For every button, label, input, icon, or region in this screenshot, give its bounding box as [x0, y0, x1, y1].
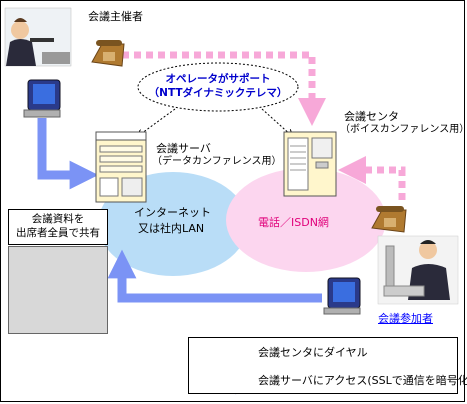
legend-access-label: 会議サーバにアクセス(SSLで通信を暗号化): [258, 374, 467, 387]
shared-docs-line1: 会議資料を: [31, 213, 85, 225]
dial-arrow-organizer: [122, 51, 326, 126]
organizer-phone-icon: [91, 40, 125, 67]
internet-label-line2: 又は社内LAN: [138, 222, 205, 235]
operator-callout-text: オペレータがサポート （NTTダイナミックテレマ）: [140, 72, 296, 100]
operator-callout: [137, 62, 299, 112]
organizer-label: 会議主催者: [88, 10, 143, 23]
phone-network-label: 電話／ISDN網: [258, 216, 329, 229]
legend: [188, 337, 458, 394]
conference-server-subtitle: （データカンファレンス用）: [152, 156, 282, 167]
conference-server-icon: [95, 131, 147, 203]
shared-docs-line2: 出席者全員で共有: [16, 226, 100, 239]
operator-callout-line1: オペレータがサポート: [165, 73, 271, 85]
participant-pc-icon: [323, 277, 361, 315]
internet-label-line1: インターネット: [134, 206, 211, 219]
shared-docs-box: 会議資料を 出席者全員で共有: [8, 209, 108, 245]
participant-phone-icon: [371, 206, 407, 233]
access-arrow-participant: [107, 249, 322, 303]
shared-docs-screenshot: [8, 246, 108, 334]
conference-center-title: 会議センタ: [344, 110, 399, 123]
participant-person-icon: [377, 235, 459, 305]
conference-center-icon: [283, 131, 337, 197]
organizer-pc-icon: [23, 79, 61, 118]
dial-arrow-participant: [338, 156, 406, 200]
access-arrow-organizer: [37, 118, 99, 190]
conference-center-subtitle: （ボイスカンファレンス用）: [340, 124, 467, 135]
participant-label[interactable]: 会議参加者: [378, 312, 433, 325]
organizer-person-icon: [4, 7, 72, 67]
legend-dial-label: 会議センタにダイヤル: [258, 346, 368, 359]
conference-server-title: 会議サーバ: [156, 142, 211, 155]
operator-callout-line2: （NTTダイナミックテレマ）: [148, 87, 288, 100]
